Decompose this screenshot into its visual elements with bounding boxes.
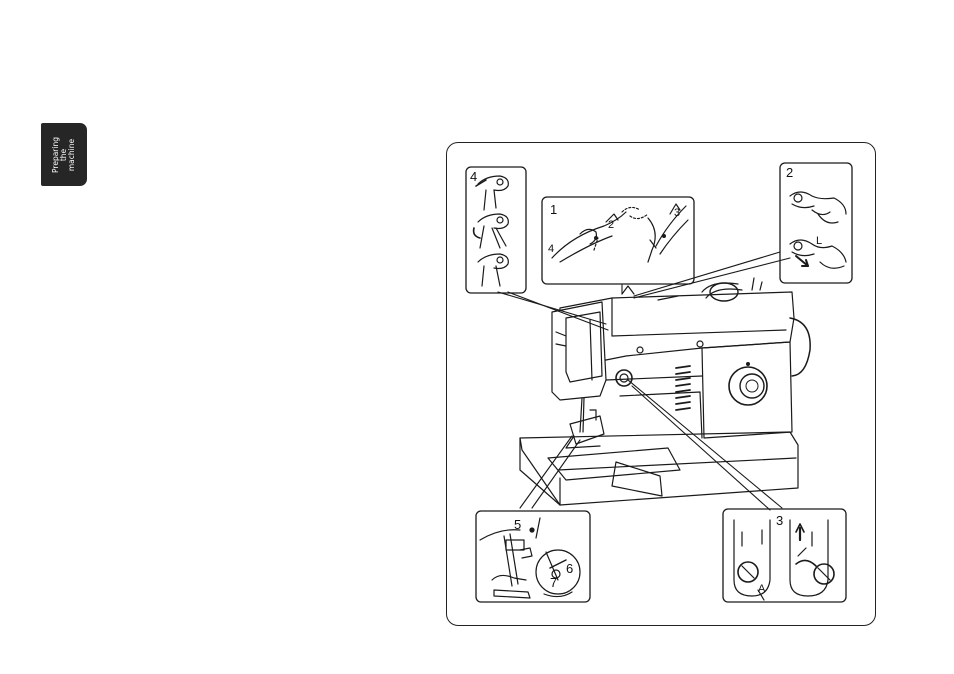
callout-3: 3 [776,514,783,527]
sewing-machine-drawing [520,278,810,505]
callout-5: 5 [514,518,521,531]
callout-7: 7 [550,576,557,589]
inset-3-mark: A [758,584,765,595]
inset-step-5-6-7 [476,511,590,602]
inset-2-mark: L [816,236,822,247]
callout-6: 6 [566,562,573,575]
inset-1-mark-b: 2 [608,220,614,231]
inset-step-2 [780,163,852,283]
callout-1: 1 [550,203,557,216]
inset-step-4 [466,167,526,293]
callout-2: 2 [786,166,793,179]
callout-4: 4 [470,170,477,183]
inset-step-3 [723,509,846,602]
inset-1-mark-a: 4 [548,244,554,255]
inset-step-1 [542,197,694,284]
inset-1-mark-c: 3 [674,208,680,219]
